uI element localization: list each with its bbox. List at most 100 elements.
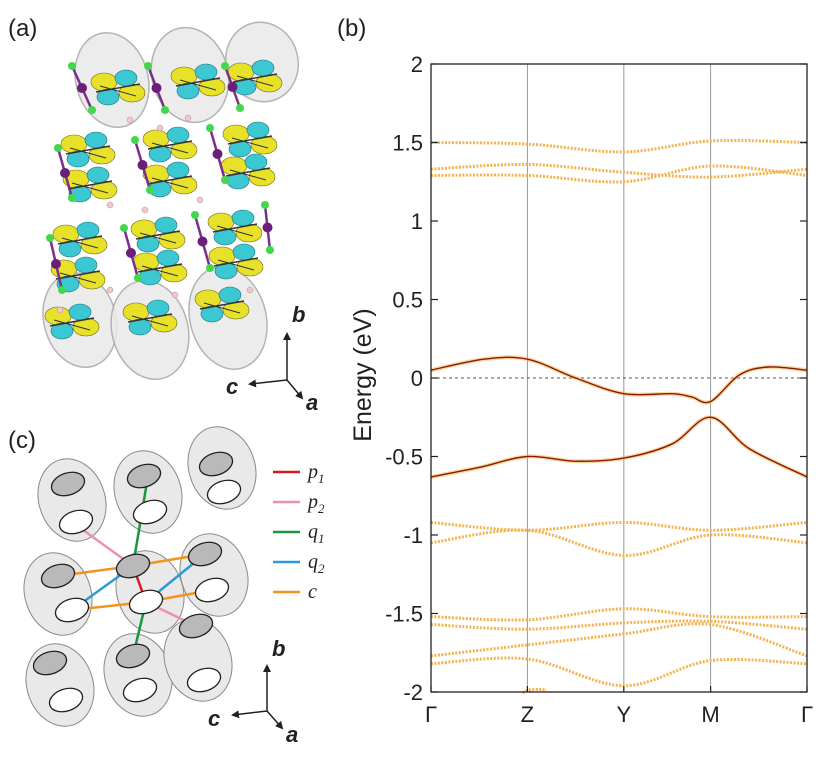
axis-a-label: a: [306, 390, 318, 415]
hydrogen-atom: [171, 291, 179, 299]
y-tick-label: 0: [411, 366, 423, 391]
isosurface-cluster: [222, 121, 278, 158]
hydrogen-atom: [106, 286, 114, 294]
site-filled: [50, 471, 86, 497]
legend-label: q1: [308, 521, 325, 546]
anion-chain: [68, 62, 96, 114]
anion-chain: [120, 224, 142, 282]
site-filled: [178, 613, 214, 639]
y-axis-title: Energy (eV): [349, 308, 377, 441]
isosurface-cluster: [208, 243, 264, 280]
anion-chain: [54, 144, 76, 202]
site-open: [54, 597, 90, 623]
band-7: [431, 607, 807, 622]
dimer: [23, 552, 93, 636]
legend-label: c: [308, 581, 317, 603]
site-filled: [198, 451, 234, 477]
isosurface-cluster: [194, 286, 250, 323]
isosurface-cluster: [52, 221, 108, 258]
site-filled: [187, 541, 223, 567]
y-tick-label: -1: [403, 523, 423, 548]
axis-b-label-c: b: [272, 636, 285, 661]
y-tick-label: -2: [403, 680, 423, 705]
isosurface-cluster: [44, 303, 100, 340]
band-3-halo: [431, 355, 807, 405]
dimer: [37, 458, 107, 542]
site-filled: [115, 553, 151, 579]
isosurface-cluster: [90, 69, 146, 106]
x-tick-label: Y: [616, 702, 631, 727]
panel-a-label: (a): [8, 15, 37, 42]
dimer-network-diagram: [23, 426, 257, 727]
isosurface-cluster: [170, 63, 226, 100]
site-filled: [40, 563, 76, 589]
hydrogen-atom: [184, 114, 192, 122]
hydrogen-atom: [106, 201, 114, 209]
axis-c-label-c: c: [208, 706, 220, 731]
y-tick-label: -1.5: [385, 602, 423, 627]
dimer: [179, 533, 249, 617]
anion-chain: [206, 124, 229, 184]
band-0: [431, 138, 807, 154]
site-open: [194, 577, 230, 603]
isosurface-cluster: [227, 59, 283, 96]
site-open: [132, 499, 168, 525]
axis-b-label: b: [292, 302, 305, 327]
isosurface-cluster: [220, 153, 276, 190]
legend-label: p2: [306, 491, 325, 516]
band-3: [431, 356, 807, 404]
band-9: [431, 622, 807, 658]
band-4-halo: [431, 415, 807, 479]
x-tick-label: Z: [521, 702, 534, 727]
hydrogen-atom: [126, 116, 134, 124]
x-tick-label: M: [701, 702, 719, 727]
band-2: [431, 164, 807, 184]
isosurface-cluster: [207, 209, 263, 246]
panel-b-label: (b): [337, 15, 366, 42]
band-10: [431, 656, 807, 688]
band-6: [431, 528, 807, 557]
band-1: [431, 162, 807, 179]
anion-chain: [261, 201, 274, 254]
axis-a-label-c: a: [286, 722, 298, 747]
y-tick-label: 1.5: [392, 131, 423, 156]
y-tick-label: -0.5: [385, 445, 423, 470]
site-open: [128, 589, 164, 615]
dimer: [113, 450, 183, 534]
site-filled: [126, 463, 162, 489]
site-filled: [32, 650, 68, 676]
x-tick-label: Γ: [425, 702, 437, 727]
isosurface-cluster: [142, 126, 198, 163]
site-open: [122, 677, 158, 703]
site-filled: [115, 643, 151, 669]
crystal-structure-illustration: [42, 21, 300, 381]
dimer: [25, 643, 95, 727]
legend-label: q2: [308, 551, 325, 576]
site-open: [206, 479, 242, 505]
anion-chain: [144, 62, 169, 114]
bands: [431, 138, 807, 688]
crystal-axes-a: b c a: [226, 302, 318, 415]
hydrogen-atom: [156, 124, 164, 132]
x-tick-label: Γ: [801, 702, 813, 727]
axis-c-label: c: [226, 374, 238, 399]
isosurface-cluster: [122, 299, 178, 336]
anion-chain: [46, 234, 66, 294]
band-8: [431, 619, 807, 631]
anion-chain: [221, 62, 244, 112]
isosurface-cluster: [142, 161, 198, 198]
hydrogen-atom: [246, 286, 254, 294]
site-open: [58, 509, 94, 535]
isosurface-cluster: [132, 249, 188, 286]
hydrogen-atom: [56, 306, 64, 314]
anion-chain: [131, 136, 154, 194]
band-5: [431, 520, 807, 532]
site-open: [186, 667, 222, 693]
panel-c-label: (c): [8, 427, 36, 454]
hydrogen-atom: [141, 206, 149, 214]
isosurface-cluster: [130, 216, 186, 253]
hydrogen-atom: [196, 196, 204, 204]
